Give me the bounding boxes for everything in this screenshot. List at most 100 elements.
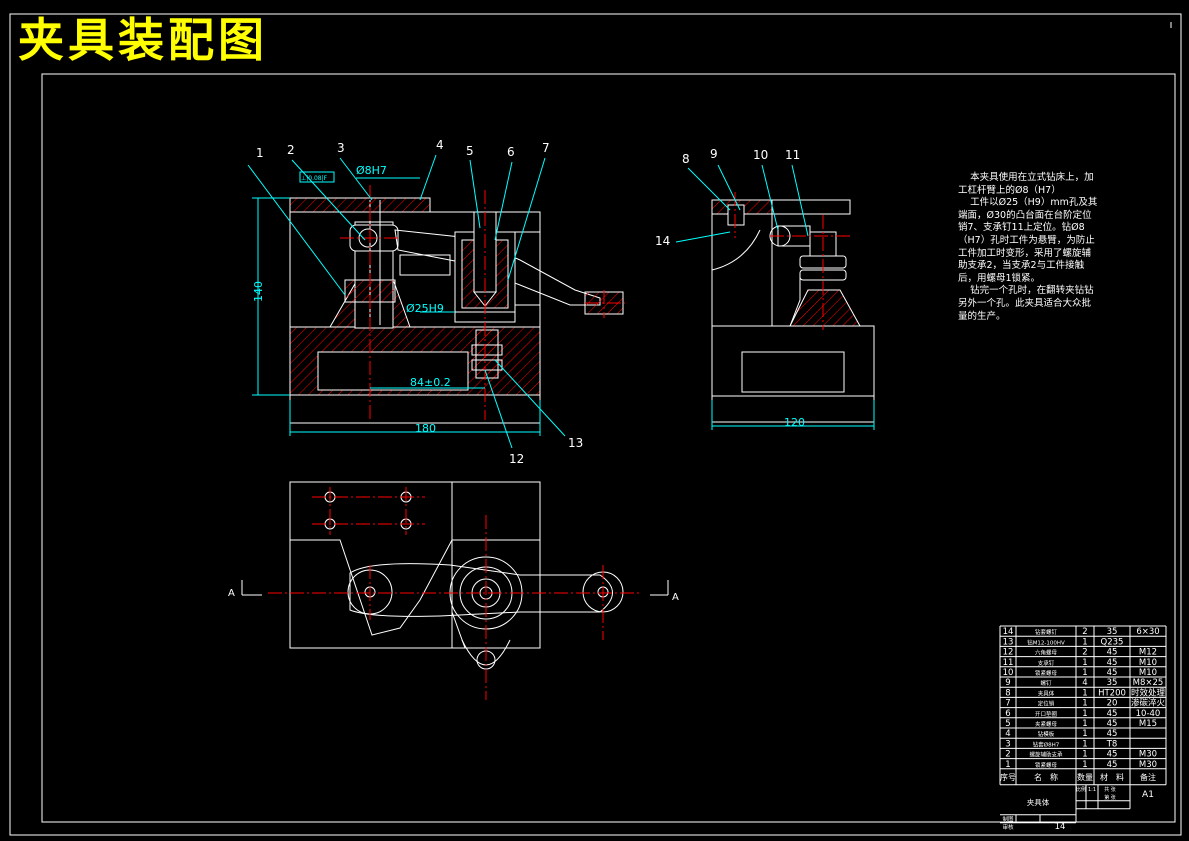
bom-cell-qty: 1 (1082, 719, 1087, 729)
callout-11: 11 (785, 148, 800, 162)
bom-cell-mat: 45 (1107, 750, 1118, 760)
technical-note: 本夹具使用在立式钻床上，加工杠杆臂上的Ø8（H7） 工件以Ø25（H9）mm孔及… (958, 172, 1098, 322)
callout-7: 7 (542, 141, 550, 155)
section-label-right: A (672, 592, 679, 603)
bom-cell-no: 6 (1005, 709, 1010, 719)
bom-cell-name: 六角螺母 (1035, 649, 1058, 657)
bom-cell-note: M15 (1139, 719, 1157, 729)
bom-cell-note: 10-40 (1136, 709, 1161, 719)
callout-4: 4 (436, 138, 444, 152)
drawing-number: 14 (1055, 822, 1066, 832)
bom-cell-qty: 2 (1082, 648, 1087, 658)
section-label-left: A (228, 588, 235, 599)
callout-14: 14 (655, 234, 670, 248)
front-dim-text: ⊥|0.08|F Ø8H7 Ø25H9 84±0.2 140 180 (252, 164, 451, 435)
bom-cell-name: 开口垫圈 (1035, 710, 1058, 718)
callout-2: 2 (287, 143, 295, 157)
check-label: 审核 (1002, 823, 1014, 831)
callout-6: 6 (507, 145, 515, 159)
scale-value: 1:1 (1088, 787, 1096, 793)
callout-5: 5 (466, 144, 474, 158)
bom-cell-mat: 45 (1107, 760, 1118, 770)
weight-label: 共 张 (1104, 786, 1116, 793)
bom-cell-note: M8×25 (1133, 678, 1164, 688)
bom-cell-no: 1 (1005, 760, 1010, 770)
callout-13: 13 (568, 436, 583, 450)
outer-border (9, 13, 1182, 836)
bom-cell-mat: Q235 (1101, 637, 1124, 647)
bom-cell-note: M30 (1139, 750, 1157, 760)
bom-cell-name: 夹紧螺母 (1035, 720, 1058, 728)
dim-tolerance: ⊥|0.08|F (301, 175, 328, 182)
bom-cell-mat: 20 (1107, 699, 1118, 709)
bom-cell-qty: 1 (1082, 688, 1087, 698)
bom-cell-note: M30 (1139, 760, 1157, 770)
bom-cell-qty: 1 (1082, 637, 1087, 647)
bom-cell-no: 13 (1003, 637, 1014, 647)
front-centerlines (340, 185, 625, 420)
bom-cell-no: 9 (1005, 678, 1010, 688)
dim-height: 140 (252, 281, 265, 302)
bom-cell-mat: 45 (1107, 648, 1118, 658)
bom-cell-qty: 1 (1082, 658, 1087, 668)
bom-cell-note: 渗碳淬火 (1131, 698, 1166, 709)
front-dimensions (247, 154, 566, 449)
section-markers (241, 580, 669, 596)
bom-cell-mat: 45 (1107, 719, 1118, 729)
sheet-label: 第 张 (1104, 794, 1116, 801)
bom-cell-note: 6×30 (1136, 627, 1159, 637)
bom-cell-no: 11 (1003, 658, 1014, 668)
bom-cell-mat: T8 (1106, 739, 1118, 749)
sheet-size: A1 (1142, 790, 1154, 800)
bom-cell-qty: 1 (1082, 739, 1087, 749)
bom-cell-qty: 1 (1082, 760, 1087, 770)
bom-cell-mat: 45 (1107, 658, 1118, 668)
top-centerlines (268, 487, 640, 700)
dim-width-side: 120 (784, 416, 805, 429)
side-view (711, 199, 875, 423)
bom-cell-name: 支承钉 (1038, 659, 1055, 667)
bom-cell-name: 锁紧螺母 (1035, 761, 1058, 769)
bom-cell-name: 钻套Ø8H7 (1033, 740, 1060, 748)
drill-plate (289, 197, 431, 213)
bom-cell-no: 10 (1003, 668, 1014, 678)
bom-header-qty: 数量 (1077, 772, 1093, 782)
bom-cell-qty: 1 (1082, 750, 1087, 760)
inner-border (41, 73, 1176, 823)
bom-cell-name: 螺钉 (1040, 679, 1052, 687)
bom-cell-no: 7 (1005, 699, 1010, 709)
bom-cell-name: 定位销 (1038, 700, 1055, 708)
bom-cell-name: 钻M12-100HV (1027, 638, 1065, 646)
bom-cell-qty: 2 (1082, 627, 1087, 637)
bom-cell-name: 锁紧螺母 (1035, 669, 1058, 677)
top-view (289, 481, 624, 670)
bom-cell-no: 14 (1003, 627, 1014, 637)
bom-cell-qty: 1 (1082, 709, 1087, 719)
bom-cell-mat: 45 (1107, 729, 1118, 739)
callout-12: 12 (509, 452, 524, 466)
bom-cell-no: 3 (1005, 739, 1010, 749)
bom-cell-name: 螺旋辅助支承 (1029, 751, 1063, 759)
bom-cell-no: 2 (1005, 750, 1010, 760)
bom-cell-mat: HT200 (1098, 688, 1126, 698)
callouts: 1 2 3 4 5 6 7 8 9 10 11 12 13 14 (256, 138, 800, 466)
callout-9: 9 (710, 147, 718, 161)
bom-cell-name: 钻模板 (1038, 730, 1055, 738)
callout-3: 3 (337, 141, 345, 155)
bom-cell-qty: 1 (1082, 699, 1087, 709)
callout-8: 8 (682, 152, 690, 166)
bom-cell-mat: 35 (1107, 678, 1118, 688)
bom-cell-mat: 35 (1107, 627, 1118, 637)
drawn-label: 制图 (1002, 815, 1014, 823)
bom-cell-mat: 45 (1107, 668, 1118, 678)
bom-cell-no: 5 (1005, 719, 1010, 729)
callout-10: 10 (753, 148, 768, 162)
bom-cell-note: 时效处理 (1131, 687, 1166, 698)
bom-cell-no: 12 (1003, 648, 1014, 658)
bom-cell-qty: 1 (1082, 729, 1087, 739)
drawing-title: 夹具装配图 (18, 13, 268, 67)
bom-header-note: 备注 (1140, 772, 1156, 782)
scale-label: 比例 (1076, 786, 1086, 793)
